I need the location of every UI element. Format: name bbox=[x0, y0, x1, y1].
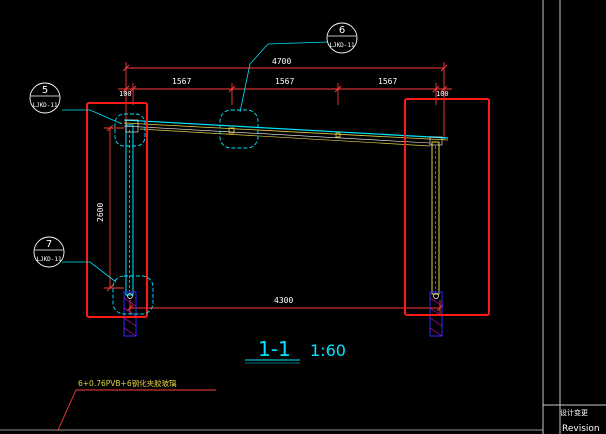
callout-5-number: 5 bbox=[42, 85, 48, 96]
glass-note: 6+0.76PVB+6钢化夹胶玻璃 bbox=[57, 378, 216, 431]
callout-6: 6 LJKD-11 bbox=[267, 22, 358, 54]
dim-span-3: 1567 bbox=[378, 77, 397, 86]
right-highlight-box bbox=[404, 98, 490, 316]
callout-6-ref: LJKD-11 bbox=[329, 42, 355, 49]
callout-7-ref: LJKD-11 bbox=[36, 256, 62, 263]
dim-right-offset: 100 bbox=[436, 90, 449, 98]
dim-span-1: 1567 bbox=[172, 77, 191, 86]
title-block: 设计变更 Revision bbox=[542, 0, 606, 434]
callout-5-ref: LJKD-11 bbox=[32, 102, 58, 109]
callout-7: 7 LJKD-11 bbox=[33, 236, 65, 268]
dim-clear-width: 4300 bbox=[274, 296, 293, 305]
glass-note-text: 6+0.76PVB+6钢化夹胶玻璃 bbox=[78, 378, 177, 388]
highlight-boxes bbox=[86, 98, 490, 318]
dim-overall: 4700 bbox=[272, 57, 291, 66]
title-block-field-label: 设计变更 bbox=[560, 408, 588, 417]
section-scale-text: 1:60 bbox=[310, 341, 346, 360]
callout-6-number: 6 bbox=[339, 25, 345, 36]
leader-lines bbox=[62, 43, 269, 283]
dimension-lines bbox=[104, 62, 452, 314]
dim-span-2: 1567 bbox=[275, 77, 294, 86]
detail-clouds bbox=[112, 109, 259, 315]
section-label-text: 1-1 bbox=[258, 337, 291, 361]
title-block-revision: Revision bbox=[562, 424, 600, 434]
dim-height: 2600 bbox=[96, 203, 105, 222]
callout-5: 5 LJKD-11 bbox=[29, 82, 61, 114]
left-highlight-box bbox=[86, 102, 148, 318]
dimension-texts: 4700 100 1567 1567 1567 100 4300 2600 bbox=[96, 57, 449, 305]
dim-left-offset: 100 bbox=[119, 90, 132, 98]
section-label: 1-1 1:60 bbox=[245, 337, 346, 364]
callout-7-number: 7 bbox=[46, 239, 52, 250]
